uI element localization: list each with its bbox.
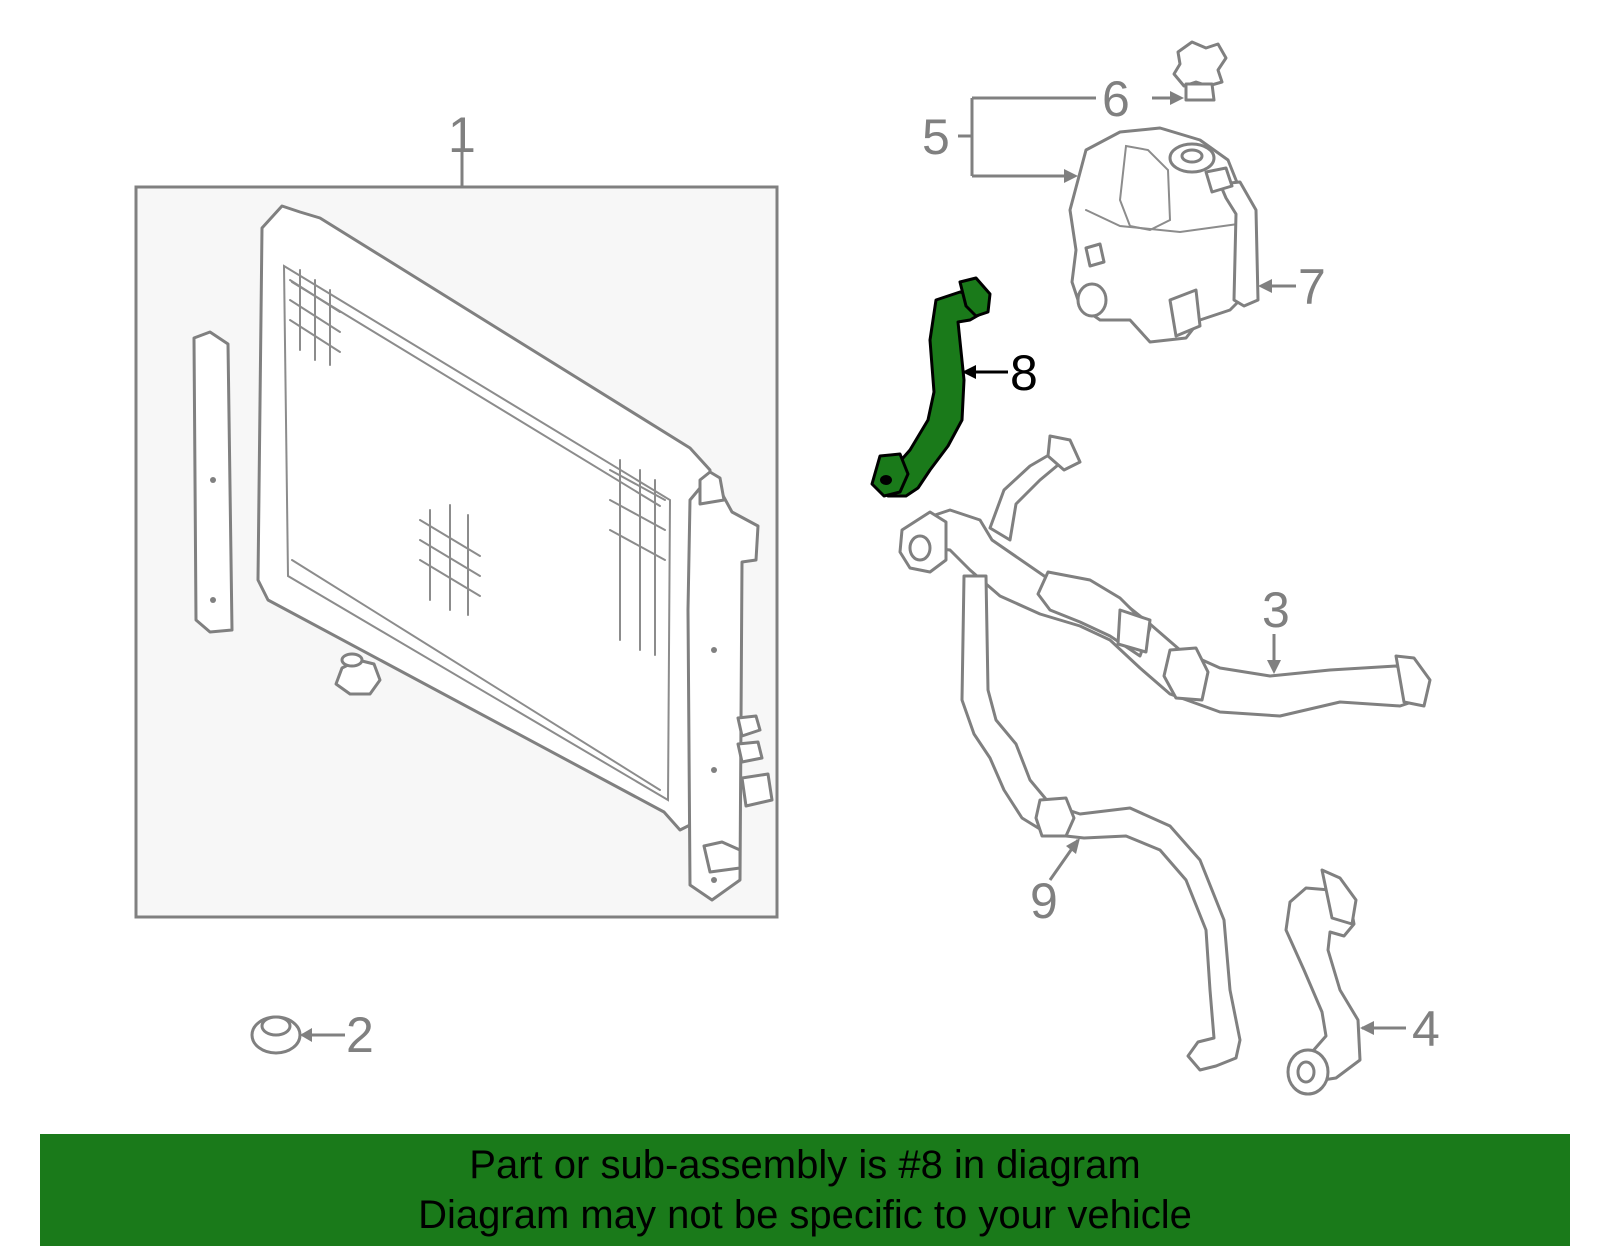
drain-plug-icon bbox=[334, 652, 382, 696]
grommet-part-2[interactable] bbox=[250, 1015, 345, 1055]
callout-1: 1 bbox=[448, 107, 476, 163]
hose-part-4[interactable] bbox=[1284, 868, 1406, 1096]
banner-line-1: Part or sub-assembly is #8 in diagram bbox=[469, 1143, 1141, 1187]
banner-line-2: Diagram may not be specific to your vehi… bbox=[418, 1193, 1192, 1237]
callout-3: 3 bbox=[1262, 582, 1290, 638]
radiator-hose-part-8[interactable] bbox=[870, 276, 1008, 498]
callout-8: 8 bbox=[1010, 345, 1038, 401]
callout-9: 9 bbox=[1030, 873, 1058, 929]
radiator-assembly[interactable] bbox=[134, 185, 779, 919]
lower-hose-part-3[interactable] bbox=[898, 434, 1432, 718]
callout-6: 6 bbox=[1102, 71, 1130, 127]
reservoir-cap-part-6[interactable] bbox=[1152, 40, 1228, 105]
callout-4: 4 bbox=[1412, 1001, 1440, 1057]
callout-2: 2 bbox=[346, 1007, 374, 1063]
heater-hose-part-9[interactable] bbox=[960, 574, 1242, 1072]
callout-5: 5 bbox=[922, 109, 950, 165]
info-banner: Part or sub-assembly is #8 in diagram Di… bbox=[40, 1134, 1570, 1246]
coolant-reservoir-assembly[interactable] bbox=[1068, 126, 1260, 344]
callout-7: 7 bbox=[1298, 259, 1326, 315]
